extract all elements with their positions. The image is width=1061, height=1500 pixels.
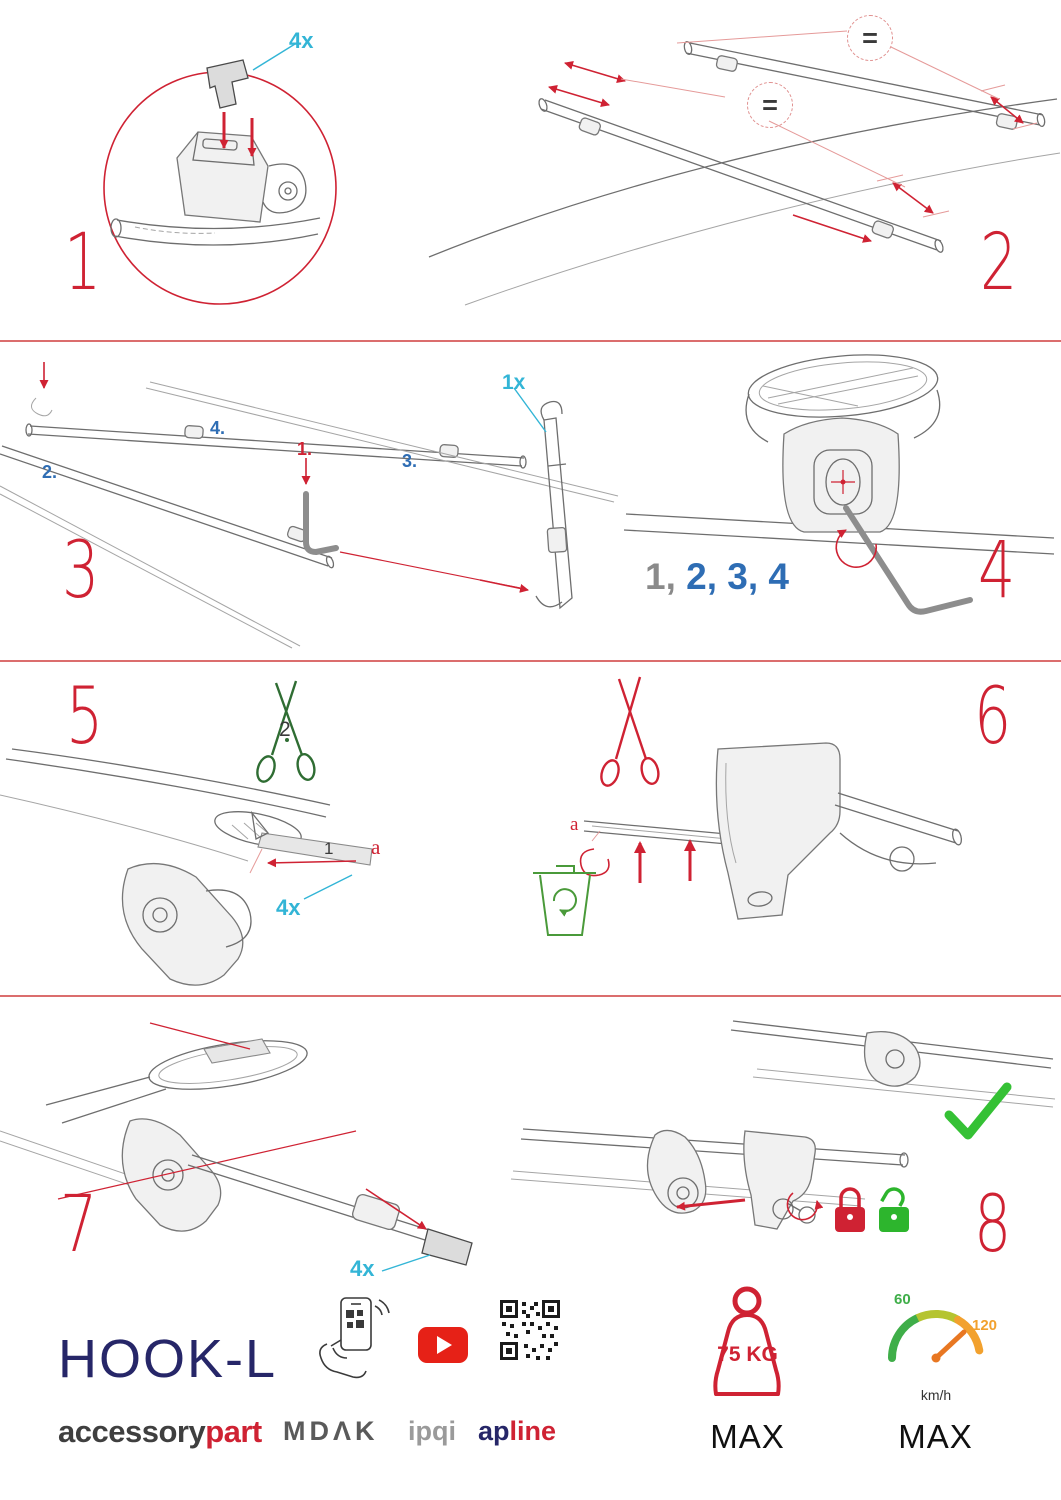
speedometer-icon [888,1310,984,1363]
speed-unit-label: km/h [920,1387,952,1403]
brand-name-dark: accessory [58,1414,206,1449]
step8-number: 8 [974,1180,1011,1270]
max-load-label: MAX [710,1418,785,1455]
step3-number: 3 [62,526,99,616]
step1-number: 1 [64,218,101,308]
step2-number: 2 [980,218,1017,308]
locked-padlock-icon [835,1187,865,1232]
section-divider-3 [0,995,1061,997]
speed-max-label: MAX [898,1418,973,1455]
step6-number: 6 [974,672,1011,762]
step3-substep-1: 1. [297,439,313,459]
step3-substep-4: 4. [210,418,226,438]
logo-apline-dark: ap [478,1416,510,1446]
section-divider-2 [0,660,1061,662]
step3-substep-2: 2. [42,462,58,482]
scissors-icon-green [256,680,316,783]
brand-name: accessorypart [58,1416,262,1447]
step5-strap-label: a [371,835,381,859]
equal-sign: = [862,22,878,53]
sequence-todo: 2, 3, 4 [675,556,789,597]
step6-strap-label: a [570,814,579,835]
rubber-insert [206,59,249,109]
unlocked-padlock-icon [879,1187,909,1232]
trash-bin-icon [533,865,596,936]
step4-number: 4 [978,526,1015,616]
step3-illustration [0,362,619,649]
sequence-done: 1, [645,556,676,597]
speed-min-label: 60 [894,1291,911,1308]
key-icon [786,1202,816,1224]
step5-cut-label: 2 [279,718,291,741]
section-divider-1 [0,340,1061,342]
equal-spacing-badge-top: = [847,15,893,61]
step3-substep-3: 3. [402,451,418,471]
max-load-value: 75 KG [717,1343,778,1366]
phone-qr-icon [319,1297,390,1379]
step4-illustration [623,354,1055,615]
scissors-icon-red [600,676,660,787]
step1-qty-label: 4x [289,28,314,53]
step3-qty-label: 1x [502,371,526,394]
allen-key-icon [303,491,339,555]
allen-key-icon [843,505,973,615]
step5-pull-label: 1 [324,839,334,858]
step5-qty-label: 4x [276,895,301,920]
step5-number: 5 [66,672,103,762]
equal-spacing-badge-bottom: = [747,82,793,128]
weight-icon [713,1286,781,1396]
product-name: HOOK-L [58,1329,278,1389]
step6-illustration [533,676,963,936]
qr-code [500,1300,560,1360]
step2-illustration [428,30,1061,306]
tension-strap [535,400,573,610]
step7-number: 7 [60,1180,97,1270]
equal-sign: = [762,89,778,120]
brand-name-red: part [205,1414,262,1449]
step7-qty-label: 4x [350,1256,375,1281]
logo-mdak: MDΛK [283,1416,379,1446]
checkmark-icon [944,1082,1012,1140]
logo-ipqi: ipqi [408,1416,456,1446]
step5-illustration [0,680,373,986]
step4-sequence: 1, 2, 3, 4 [645,558,789,595]
step8-illustration [510,1020,1056,1232]
logo-apline-red: line [509,1416,557,1446]
youtube-icon [418,1327,468,1363]
step1-illustration [103,43,337,305]
logo-apline: apline [478,1418,556,1445]
step7-illustration [0,1022,473,1272]
speed-max-value-label: 120 [972,1317,998,1334]
